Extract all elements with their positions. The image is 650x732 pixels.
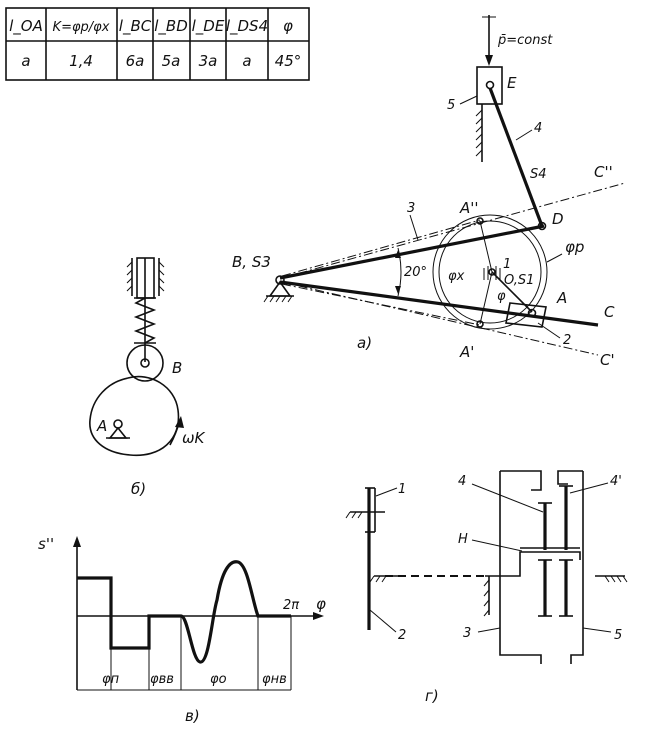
label-gear-1: 1: [398, 482, 406, 497]
label-b-s3: B, S3: [232, 253, 271, 271]
label-c2: C'': [594, 163, 613, 181]
table-header-loa: l_OA: [9, 17, 43, 36]
label-c1: C': [600, 351, 615, 369]
joint-e: [485, 80, 495, 90]
label-phi: φ: [497, 289, 506, 304]
label-gear-4: 4: [458, 474, 466, 489]
joint-a: [527, 308, 537, 318]
figure-b-cam: B A ωK б): [89, 257, 206, 498]
table-value-lde: 3a: [199, 52, 218, 70]
slider-2: [505, 302, 547, 328]
joint-o: [488, 268, 496, 276]
roller-b: [126, 344, 164, 382]
label-link-5: 5: [447, 98, 455, 113]
label-gear-2: 2: [398, 628, 406, 643]
label-c: C: [604, 303, 615, 321]
table-value-lbc: 6a: [126, 52, 145, 70]
label-o-s1: O,S1: [504, 273, 534, 288]
angle-arc-20: [397, 247, 402, 297]
label-gear-5: 5: [614, 628, 622, 643]
point-a1: [476, 320, 484, 328]
label-s4: S4: [530, 167, 547, 182]
label-link-1: 1: [503, 257, 511, 272]
label-link-4: 4: [534, 121, 542, 136]
table-value-phi: 45°: [275, 52, 302, 70]
parameter-table: l_OA K=φp/φx l_BC l_BD l_DE l_DS4 φ a 1,…: [5, 7, 310, 81]
label-carrier-h: H: [458, 532, 468, 547]
table-value-loa: a: [21, 52, 30, 70]
crank-circle-outer: [432, 214, 548, 330]
extreme-line-c1: [281, 281, 599, 356]
joint-d: [537, 221, 547, 231]
y-axis-label: s'': [38, 535, 54, 553]
point-a2: [476, 217, 484, 225]
table-border: [5, 7, 310, 81]
label-angle-20: 20°: [404, 265, 427, 280]
extreme-line-c2: [281, 182, 626, 279]
label-d: D: [552, 210, 564, 228]
x-axis-label: φ: [316, 595, 326, 613]
phase-label-vv: φвв: [150, 672, 174, 687]
label-link-2: 2: [563, 333, 571, 348]
crank-circle: [438, 220, 542, 324]
link-4: [488, 87, 544, 227]
caption-g: г): [425, 687, 439, 705]
table-header-lds4: l_DS4: [226, 17, 268, 36]
caption-b: б): [131, 480, 146, 498]
gear-3-ring: [499, 471, 542, 664]
crank-pivot-hatch: [483, 266, 501, 280]
joint-b: [275, 275, 285, 285]
caption-a: а): [357, 334, 372, 352]
caption-v: в): [185, 707, 200, 725]
acceleration-curve: [77, 560, 291, 664]
carrier-h: [503, 551, 581, 577]
phase-label-o: φо: [210, 672, 227, 687]
spring: [133, 297, 157, 344]
label-link-3: 3: [407, 201, 415, 216]
table-header-phi: φ: [283, 17, 293, 35]
table-header-lde: l_DE: [192, 17, 225, 36]
label-phi-x: φx: [448, 269, 465, 284]
force-label: p̄=const: [497, 33, 553, 48]
link-3: [279, 224, 545, 280]
figure-g-gear-train: 1 2 3 5 4 4' H: [345, 470, 628, 705]
two-pi-label: 2π: [283, 598, 299, 613]
table-header-k: K=φp/φx: [53, 20, 110, 35]
label-a1: A': [459, 343, 474, 361]
slider-block: [476, 66, 503, 105]
cam-profile: [89, 375, 180, 457]
label-a: A: [556, 289, 567, 307]
table-value-lbd: 5a: [162, 52, 181, 70]
gear-5-ring: [570, 471, 584, 664]
label-omega: ωK: [182, 429, 206, 447]
label-gear-3: 3: [463, 626, 471, 641]
phase-label-p: φп: [102, 672, 120, 687]
rocker-line-bc: [279, 280, 599, 327]
label-gear-4-prime: 4': [610, 474, 622, 489]
table-header-lbd: l_BD: [154, 17, 188, 36]
label-phi-p: φp: [565, 238, 584, 256]
label-cam-a: A: [96, 417, 107, 435]
table-value-lds4: a: [242, 52, 251, 70]
label-cam-b: B: [172, 359, 182, 377]
table-header-lbc: l_BC: [119, 17, 152, 36]
figure-a-linkage: p̄=const E 5 4 S4 B, S3 3: [232, 15, 626, 369]
label-e: E: [507, 74, 517, 92]
label-a2: A'': [459, 199, 479, 217]
figure-v-graph: s'' φ 2π φп φвв φо φнв в): [38, 535, 326, 725]
table-value-k: 1,4: [69, 52, 93, 70]
phase-label-nv: φнв: [262, 672, 287, 687]
